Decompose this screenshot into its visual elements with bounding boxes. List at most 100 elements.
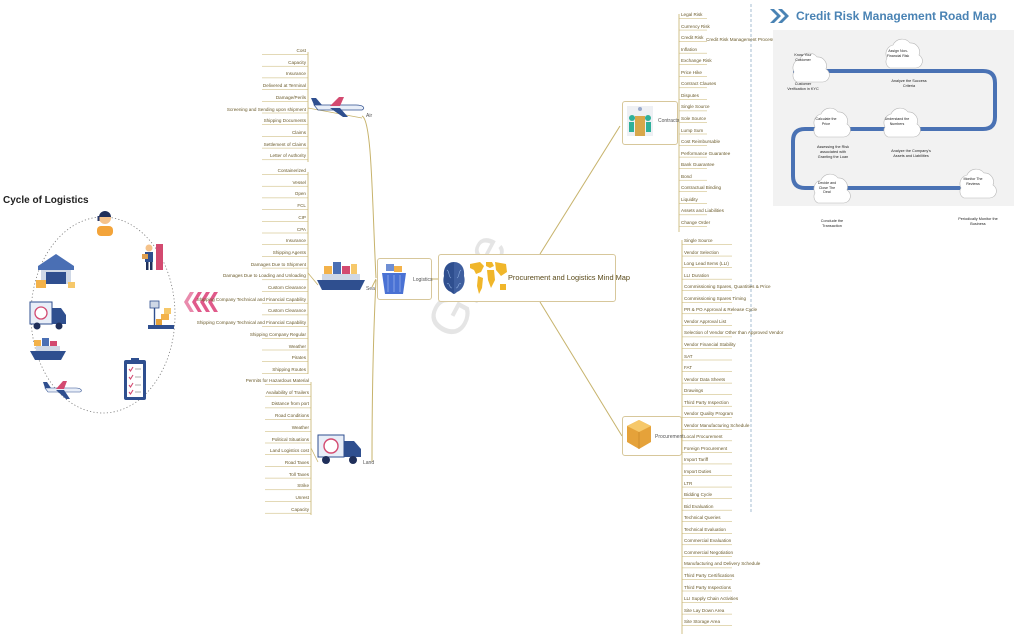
procurement-item[interactable]: Vendor Financial Stability (684, 341, 736, 347)
contracts-item[interactable]: Legal Risk (681, 12, 703, 17)
sea-item[interactable]: Shipping Routes (272, 366, 306, 372)
procurement-item[interactable]: Third Party Certifications (684, 572, 735, 578)
sea-item[interactable]: Damages Due to Shipment (250, 261, 306, 267)
airplane-icon (43, 381, 82, 399)
land-item[interactable]: Strike (297, 483, 309, 489)
contracts-item[interactable]: Exchange Risk (681, 58, 712, 64)
air-item[interactable]: Letter of Authority (269, 153, 306, 159)
procurement-item[interactable]: SAT (684, 353, 693, 359)
contracts-item[interactable]: Single Source (681, 104, 710, 110)
contracts-item[interactable]: Assets and Liabilities (681, 208, 724, 214)
air-item[interactable]: Capacity (288, 59, 306, 65)
sea-item[interactable]: Containerized (277, 168, 306, 173)
procurement-item[interactable]: Drawings (684, 388, 704, 394)
contracts-item[interactable]: Change Order (681, 219, 711, 225)
cycle-title: Cycle of Logistics (3, 195, 89, 206)
land-item[interactable]: Road Taxes (284, 459, 309, 465)
sea-item[interactable]: Custom Clearance (267, 308, 306, 314)
procurement-item[interactable]: Local Procurement (684, 434, 723, 440)
procurement-item[interactable]: Commercial Negotiation (684, 549, 734, 555)
land-item[interactable]: Road Conditions (275, 413, 309, 419)
air-item[interactable]: Delivered at Terminal (262, 83, 306, 89)
cloud-understand-numbers: Understand the Numbers (884, 117, 910, 126)
sea-item[interactable]: Pirates (291, 355, 306, 361)
land-item[interactable]: Capacity (291, 506, 309, 512)
sea-item[interactable]: Custom Clearance (267, 285, 306, 290)
procurement-item[interactable]: Vendor Manufacturing Schedule (684, 422, 750, 428)
procurement-item[interactable]: LLI Duration (684, 272, 710, 278)
sea-item[interactable]: Shipping Company Technical and Financial… (196, 320, 306, 326)
procurement-item[interactable]: FAT (684, 365, 693, 371)
contracts-item[interactable]: Contractual Binding (681, 185, 722, 191)
air-item[interactable]: Screening and Sending upon shipment (226, 106, 306, 112)
sea-label: Sea (366, 286, 375, 292)
sea-item[interactable]: Shipping Company Regular (249, 331, 306, 337)
procurement-item[interactable]: Site Lay Down Area (684, 607, 725, 613)
contracts-item[interactable]: Bond (681, 173, 692, 179)
procurement-item[interactable]: Third Party Inspections (684, 584, 731, 590)
contracts-item[interactable]: Cost Reimbursable (681, 139, 721, 145)
land-item[interactable]: Weather (291, 424, 309, 430)
land-item[interactable]: Land Logistics cost (269, 448, 309, 454)
contracts-item[interactable]: Liquidity (681, 196, 698, 202)
procurement-item[interactable]: PR & PO Approval & Release Cycle (684, 307, 758, 313)
sea-item[interactable]: CIP (298, 214, 306, 220)
note-customer-verification: Customer Verification in KYC (787, 82, 819, 91)
sea-item[interactable]: Weather (288, 343, 306, 349)
procurement-item[interactable]: Foreign Procurement (684, 445, 728, 451)
procurement-item[interactable]: LTR (684, 480, 693, 486)
land-item[interactable]: Unrest (295, 495, 309, 500)
procurement-item[interactable]: Import Tariff (684, 457, 709, 463)
procurement-item[interactable]: Bid Evaluation (684, 503, 714, 509)
procurement-item[interactable]: Third Party Inspection (684, 399, 729, 405)
procurement-item[interactable]: Technical Evaluation (684, 526, 726, 532)
air-item[interactable]: Cost (296, 48, 306, 53)
procurement-item[interactable]: Manufacturing and Delivery Schedule (684, 561, 761, 567)
procurement-item[interactable]: Import Duties (684, 469, 712, 474)
procurement-item[interactable]: Vendor Quality Program (684, 411, 734, 417)
procurement-item[interactable]: Long Lead Items (LLI) (684, 261, 729, 267)
sea-item[interactable]: Shipping Company Technical and Financial… (196, 296, 306, 302)
procurement-item[interactable]: Vendor Data Sheets (684, 376, 726, 382)
procurement-item[interactable]: Technical Queries (684, 515, 721, 521)
procurement-item[interactable]: Vendor Approval List (684, 318, 727, 324)
land-item[interactable]: Political Situations (271, 436, 309, 442)
contracts-item[interactable]: Disputes (681, 92, 699, 98)
procurement-item[interactable]: Single Source (684, 238, 713, 243)
contracts-item[interactable]: Price Hike (681, 69, 702, 75)
sea-item[interactable]: Open (294, 191, 306, 197)
air-item[interactable]: Claims (291, 129, 306, 135)
contracts-item[interactable]: Currency Risk (681, 23, 710, 29)
sea-item[interactable]: FCL (297, 203, 306, 209)
contracts-item[interactable]: Performance Guarantee (681, 150, 731, 156)
procurement-item[interactable]: LLI Supply Chain Activities (684, 596, 739, 602)
sea-item[interactable]: Vessel (292, 179, 306, 185)
procurement-item[interactable]: Commercial Evaluation (684, 538, 732, 544)
contracts-item[interactable]: Bank Guarantee (681, 162, 715, 168)
air-item[interactable]: Insurance (285, 71, 306, 77)
center-node[interactable] (438, 254, 616, 302)
land-item[interactable]: Availability of Trailers (265, 389, 309, 395)
contracts-item[interactable]: Contract Clauses (681, 81, 717, 87)
sea-item[interactable]: Shipping Agents (272, 249, 306, 255)
land-item[interactable]: Distance from port (271, 401, 309, 407)
land-item[interactable]: Toll Taxes (288, 471, 309, 477)
sea-item[interactable]: Damages Due to Loading and Unloading (222, 273, 306, 279)
air-item[interactable]: Shipping Documents (263, 118, 306, 124)
land-item[interactable]: Permits for Hazardous Material (245, 378, 309, 383)
air-item[interactable]: Damage/Perils (275, 94, 306, 100)
procurement-item[interactable]: Commissioning Spares, Quantities & Price (684, 284, 771, 290)
contracts-item[interactable]: Lump Sum (681, 127, 704, 133)
contracts-item[interactable]: Inflation (681, 46, 698, 52)
air-item[interactable]: Settlement of Claims (263, 141, 306, 147)
procurement-item[interactable]: Bidding Cycle (684, 492, 713, 498)
contracts-item[interactable]: Credit Risk (681, 35, 704, 41)
procurement-item[interactable]: Selection of Vendor Other than Approved … (684, 330, 784, 336)
procurement-item[interactable]: Commissioning Spares Timing (684, 295, 747, 301)
checklist-icon (124, 358, 146, 400)
sea-item[interactable]: CPA (296, 226, 306, 232)
contracts-item[interactable]: Sole Source (681, 115, 707, 121)
procurement-item[interactable]: Vendor Selection (684, 249, 719, 255)
procurement-item[interactable]: Site Storage Area (684, 619, 721, 625)
sea-item[interactable]: Insurance (285, 238, 306, 244)
